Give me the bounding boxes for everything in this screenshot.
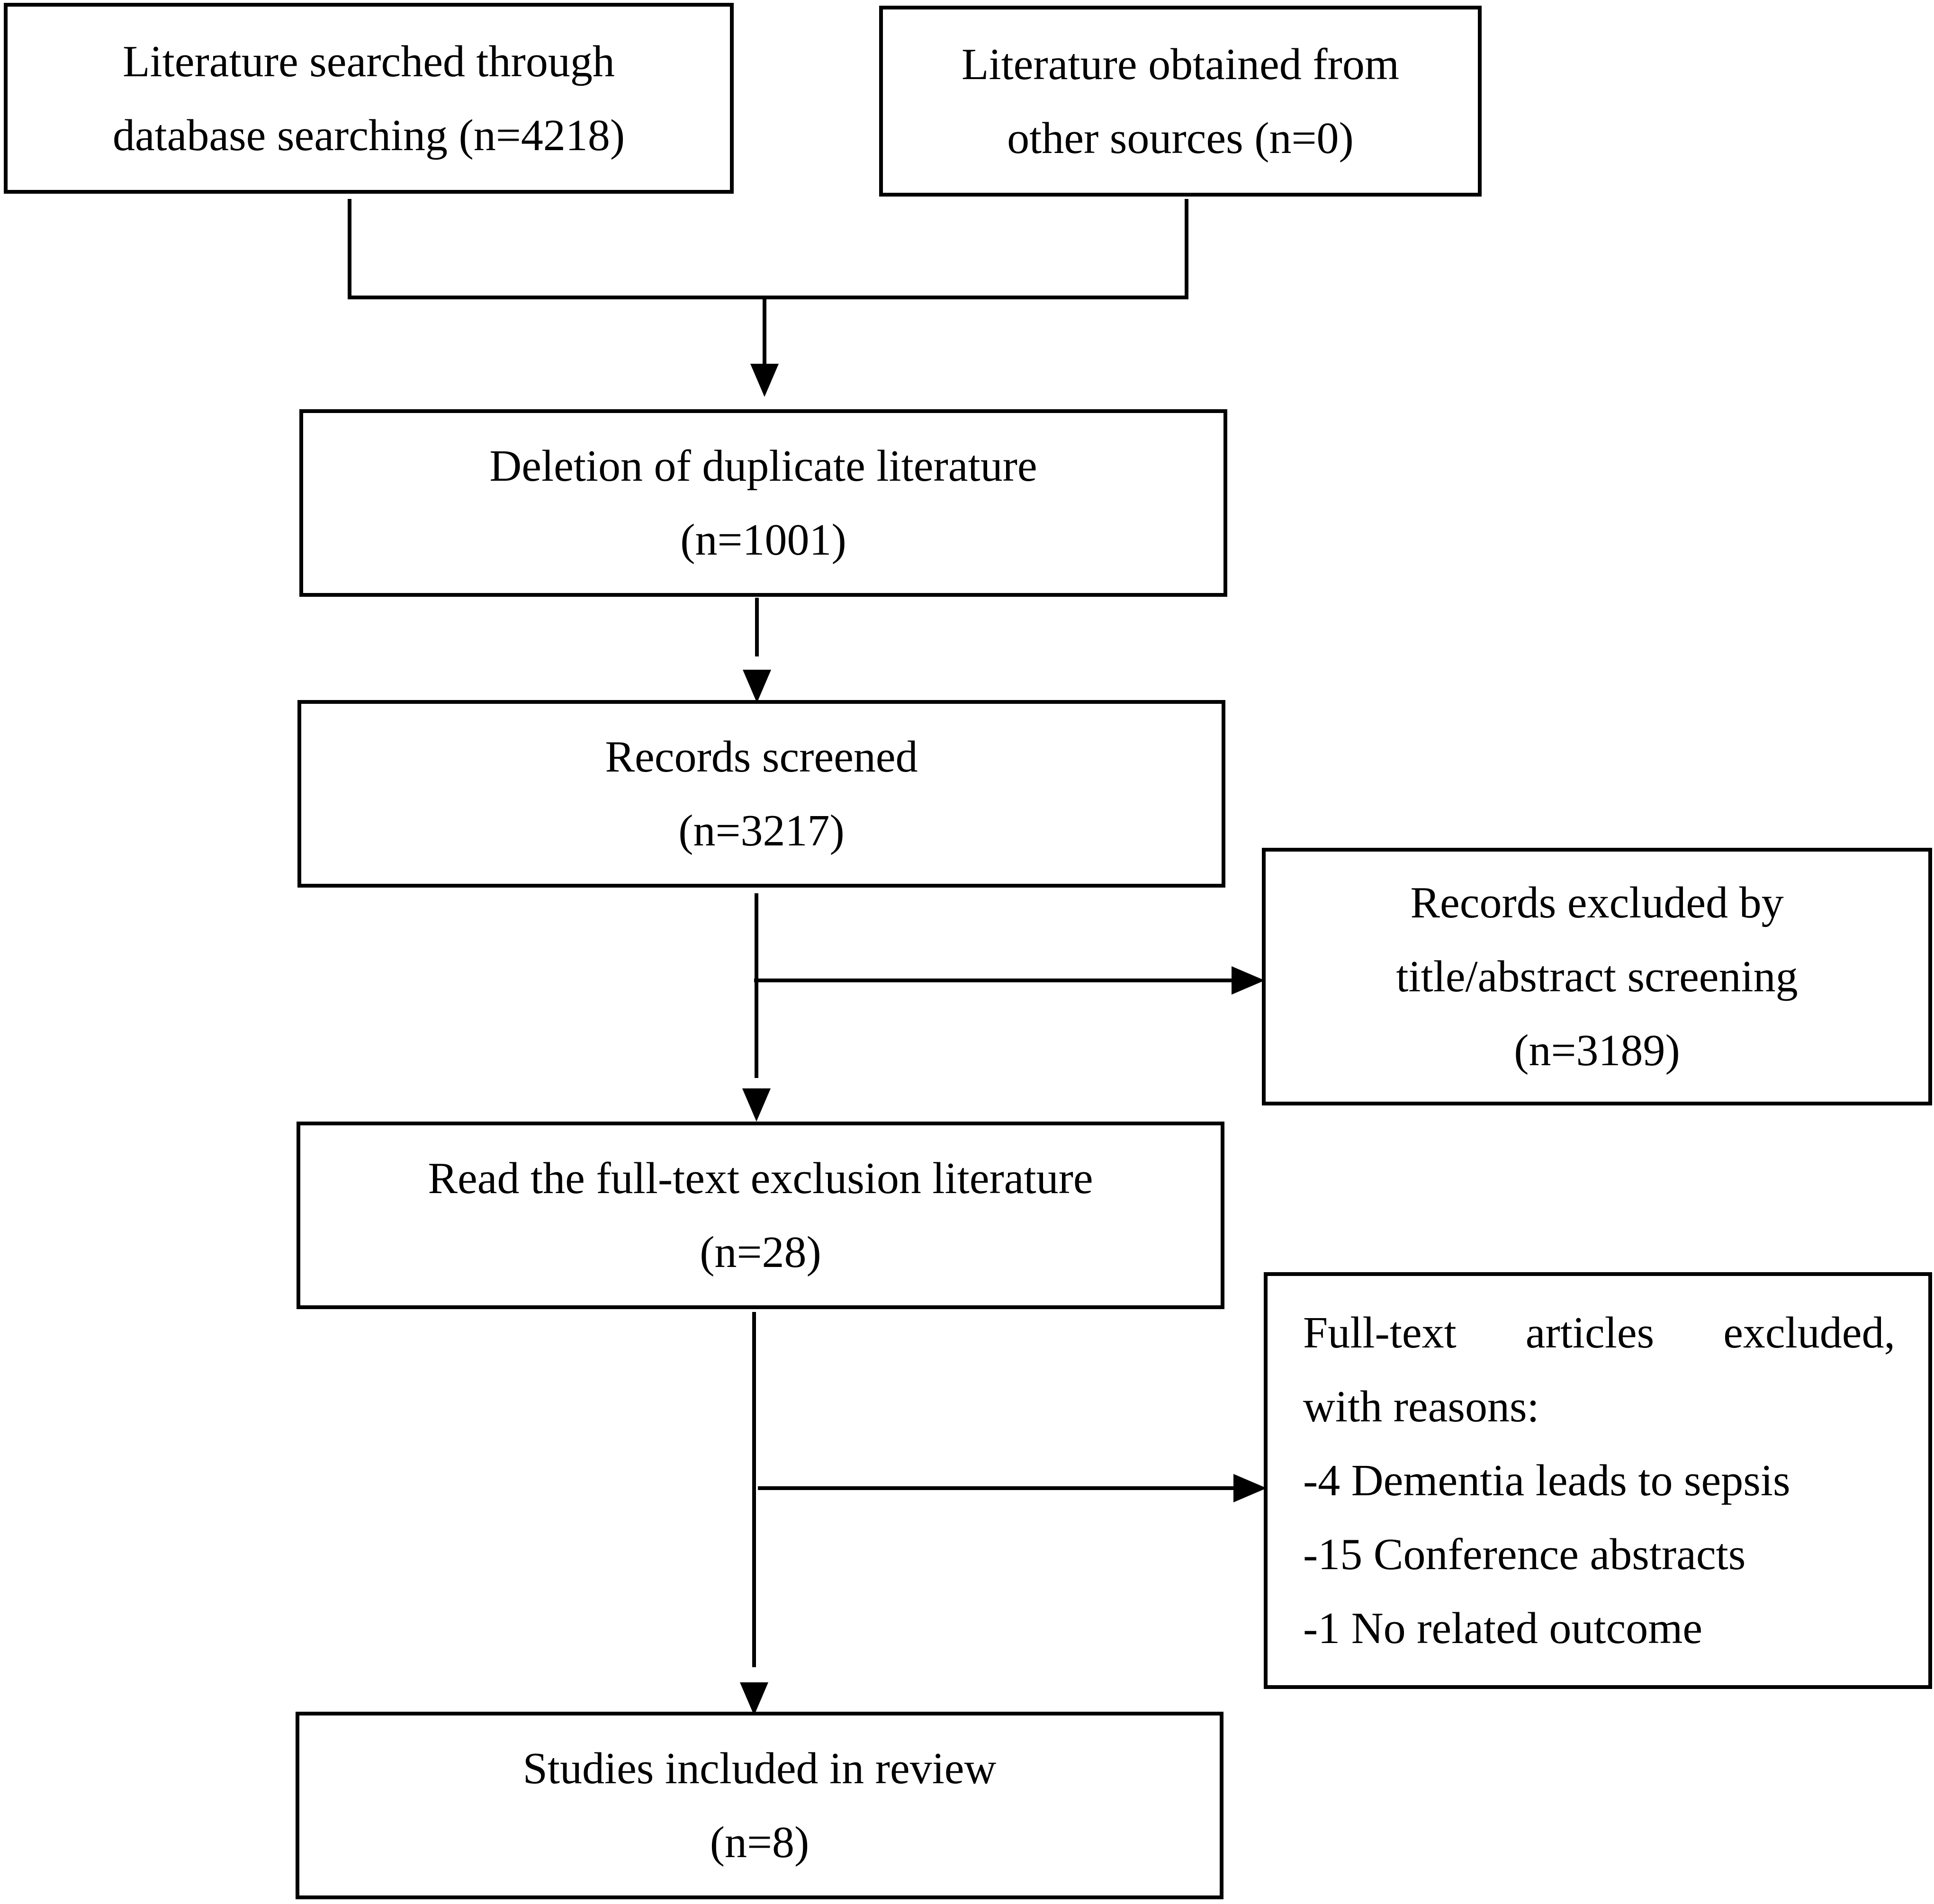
arrowhead-studies-included <box>740 1682 768 1715</box>
studies-included-line-1: Studies included in review <box>522 1744 997 1793</box>
records-screened-box: Records screened (n=3217) <box>297 700 1225 888</box>
other-sources-box: Literature obtained from other sources (… <box>879 6 1482 197</box>
arrowhead-records-screened <box>743 670 771 703</box>
full-text-excluded-line-1: Full-text articles excluded, <box>1303 1308 1895 1357</box>
duplicates-deleted-line-1: Deletion of duplicate literature <box>489 441 1037 491</box>
records-screened-line-1: Records screened <box>605 732 918 781</box>
full-text-read-box: Read the full-text exclusion literature … <box>297 1122 1224 1309</box>
full-text-excluded-line-4: -15 Conference abstracts <box>1303 1530 1746 1579</box>
database-search-line-2: database searching (n=4218) <box>112 110 625 160</box>
database-search-box: Literature searched through database sea… <box>4 3 734 194</box>
records-excluded-line-3: (n=3189) <box>1514 1026 1680 1075</box>
duplicates-deleted-line-2: (n=1001) <box>680 515 846 565</box>
full-text-excluded-line-2: with reasons: <box>1303 1382 1539 1431</box>
arrowhead-duplicates <box>750 364 779 397</box>
full-text-excluded-line-5: -1 No related outcome <box>1303 1604 1703 1653</box>
other-sources-line-2: other sources (n=0) <box>1007 113 1354 163</box>
arrowhead-full-text-excluded <box>1233 1474 1267 1502</box>
records-excluded-box: Records excluded by title/abstract scree… <box>1262 848 1932 1105</box>
studies-included-line-2: (n=8) <box>710 1818 810 1867</box>
full-text-read-line-2: (n=28) <box>700 1228 821 1277</box>
arrowhead-records-excluded <box>1232 966 1265 995</box>
duplicates-deleted-box: Deletion of duplicate literature (n=1001… <box>299 409 1227 597</box>
full-text-excluded-box: Full-text articles excluded, with reason… <box>1264 1272 1932 1689</box>
database-search-line-1: Literature searched through <box>123 36 615 86</box>
full-text-read-line-1: Read the full-text exclusion literature <box>428 1154 1093 1203</box>
records-excluded-line-1: Records excluded by <box>1410 878 1784 927</box>
studies-included-box: Studies included in review (n=8) <box>296 1712 1223 1899</box>
other-sources-line-1: Literature obtained from <box>962 39 1399 89</box>
records-excluded-line-2: title/abstract screening <box>1396 952 1798 1001</box>
arrowhead-full-text <box>742 1088 771 1122</box>
records-screened-line-2: (n=3217) <box>678 806 845 855</box>
full-text-excluded-line-3: -4 Dementia leads to sepsis <box>1303 1456 1790 1505</box>
